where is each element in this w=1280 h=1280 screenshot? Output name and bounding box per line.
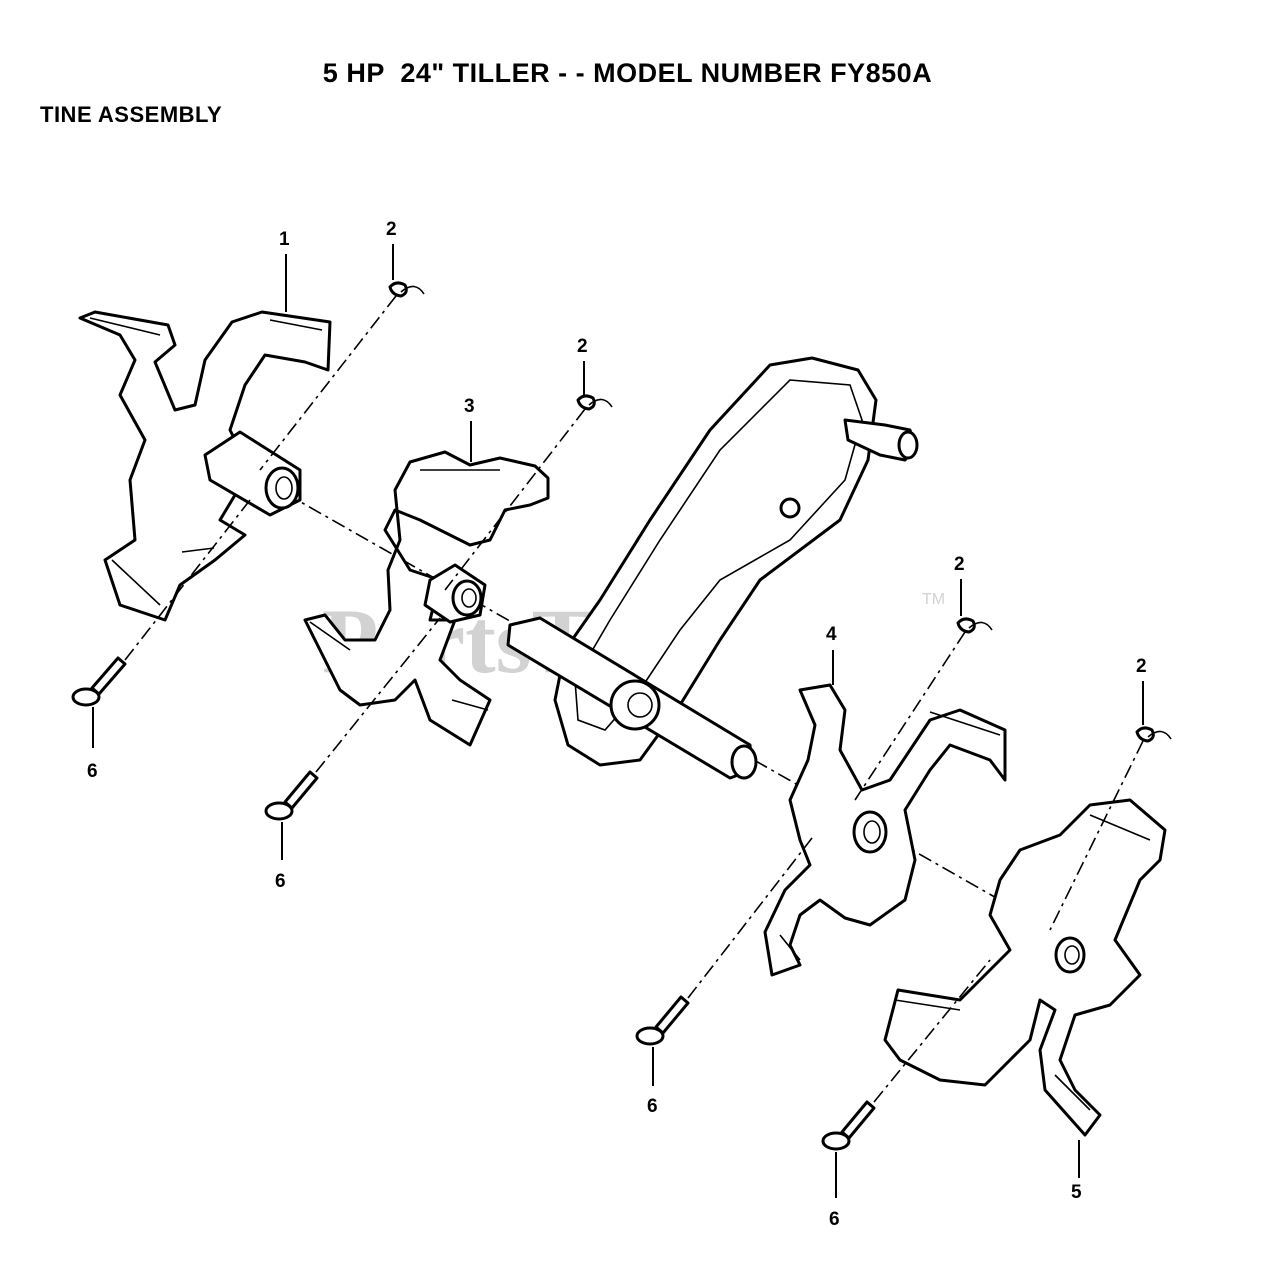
- tine-outer-left: [78, 310, 332, 622]
- pin-axis-5: [124, 499, 251, 661]
- callout-6-d: 6: [829, 1209, 840, 1230]
- clevis-pin-3: [635, 995, 690, 1046]
- pin-axis-4: [1049, 740, 1144, 931]
- callout-3: 3: [464, 396, 475, 417]
- pin-axis-7: [687, 837, 813, 999]
- watermark-tm: TM: [922, 591, 945, 608]
- pin-axis-2: [444, 408, 586, 591]
- callout-4: 4: [826, 624, 837, 645]
- diagram-title: 5 HP 24" TILLER - - MODEL NUMBER FY850A: [322, 58, 933, 88]
- pin-axis-3: [854, 631, 966, 801]
- hairpin-clip-1: [388, 281, 425, 298]
- pin-axis-1: [259, 295, 397, 471]
- callout-2-b: 2: [577, 336, 588, 357]
- hairpin-clip-2: [576, 394, 613, 411]
- callout-6-a: 6: [87, 761, 98, 782]
- tine-inner-left: [303, 450, 550, 747]
- callout-2-c: 2: [954, 554, 965, 575]
- callout-1: 1: [279, 229, 290, 250]
- tine-inner-right: [763, 683, 1007, 977]
- pin-axis-6: [315, 617, 441, 773]
- clevis-pin-1: [71, 656, 127, 707]
- tine-outer-right: [883, 798, 1167, 1137]
- pin-axis-8: [873, 959, 991, 1103]
- clevis-pin-4: [821, 1100, 876, 1151]
- hairpin-clip-4: [1135, 726, 1172, 743]
- callout-6-b: 6: [275, 871, 286, 892]
- section-title: TINE ASSEMBLY: [40, 102, 223, 127]
- callout-5: 5: [1071, 1182, 1082, 1203]
- clevis-pin-2: [264, 770, 319, 821]
- callout-6-c: 6: [647, 1096, 658, 1117]
- gear-case: [506, 356, 919, 780]
- callout-2-d: 2: [1136, 656, 1147, 677]
- hairpin-clip-3: [956, 617, 993, 634]
- callout-2-a: 2: [386, 219, 397, 240]
